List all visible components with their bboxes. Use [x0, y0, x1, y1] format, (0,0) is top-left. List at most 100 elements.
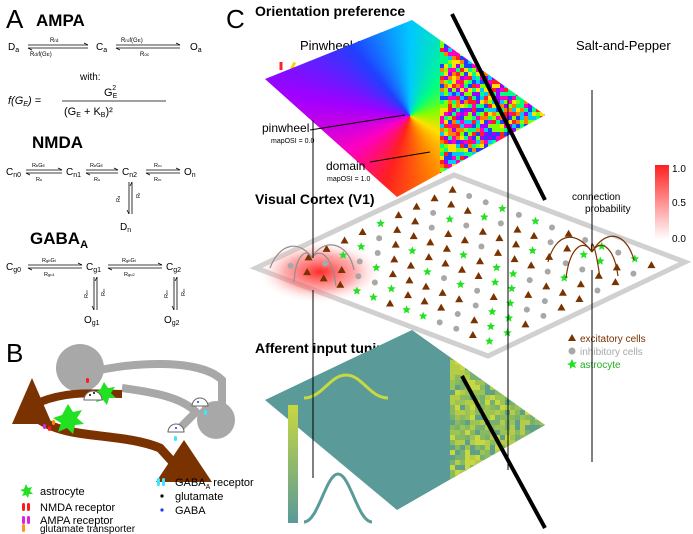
- excitatory-cell: [426, 238, 435, 246]
- ampa-title: AMPA: [36, 11, 85, 30]
- salt-pepper-tile: [500, 36, 505, 41]
- salt-pepper-tile: [520, 108, 525, 113]
- salt-pepper-tile: [532, 140, 537, 145]
- tuning-noise-tile: [505, 495, 511, 501]
- salt-pepper-tile: [476, 104, 481, 109]
- panel-b: B: [6, 338, 254, 534]
- tuning-noise-tile: [485, 380, 491, 386]
- tuning-noise-tile: [530, 350, 536, 356]
- tuning-noise-tile: [540, 395, 545, 401]
- tuning-noise-tile: [455, 460, 461, 466]
- salt-pepper-tile: [452, 112, 457, 117]
- tuning-noise-tile: [490, 405, 496, 411]
- tuning-noise-tile: [455, 440, 461, 446]
- salt-pepper-tile: [516, 44, 521, 49]
- tuning-noise-tile: [525, 510, 530, 515]
- tuning-noise-tile: [510, 500, 516, 506]
- astrocyte-cell: [504, 313, 514, 322]
- tuning-noise-tile: [530, 450, 536, 456]
- salt-pepper-tile: [440, 92, 445, 97]
- astrocyte-cell: [338, 250, 348, 259]
- salt-pepper-tile: [460, 144, 465, 149]
- tuning-noise-tile: [540, 420, 545, 426]
- excitatory-cell: [340, 236, 349, 244]
- salt-pepper-tile: [448, 144, 453, 149]
- salt-pepper-tile: [476, 120, 481, 125]
- salt-pepper-tile: [484, 160, 489, 165]
- salt-pepper-tile: [480, 164, 485, 169]
- salt-pepper-tile: [520, 68, 525, 73]
- tuning-noise-tile: [465, 455, 471, 461]
- salt-pepper-tile: [468, 116, 473, 121]
- tuning-noise-tile: [520, 360, 526, 366]
- tuning-noise-tile: [500, 385, 506, 391]
- tuning-noise-tile: [460, 420, 466, 426]
- salt-pepper-tile: [468, 152, 473, 157]
- salt-pepper-tile: [512, 36, 517, 41]
- tuning-noise-tile: [530, 360, 536, 366]
- salt-pepper-tile: [484, 176, 489, 181]
- salt-pepper-tile: [472, 40, 477, 45]
- excitatory-cell: [542, 282, 551, 290]
- tuning-noise-tile: [540, 415, 545, 421]
- salt-pepper-tile: [452, 128, 457, 133]
- colorbar-gradient: [655, 165, 669, 239]
- salt-pepper-tile: [508, 32, 513, 37]
- ampa-formula: f(GE) = GE2 (GE + KB)²: [8, 85, 166, 119]
- salt-pepper-tile: [496, 36, 501, 41]
- salt-pepper-tile: [512, 184, 517, 189]
- tuning-noise-tile: [485, 445, 491, 451]
- nmda-rate-d: Rd: [116, 196, 122, 202]
- salt-pepper-tile: [496, 144, 501, 149]
- tuning-noise-tile: [455, 450, 461, 456]
- tuning-noise-tile: [525, 400, 531, 406]
- tuning-noise-tile: [480, 405, 486, 411]
- tuning-noise-tile: [535, 500, 541, 506]
- salt-pepper-tile: [452, 72, 457, 77]
- salt-pepper-tile: [516, 60, 521, 65]
- tuning-noise-tile: [535, 480, 541, 486]
- nmda-state-d: Dn: [120, 222, 131, 234]
- salt-pepper-tile: [496, 84, 501, 89]
- salt-pepper-tile: [468, 24, 473, 29]
- tuning-noise-tile: [490, 455, 496, 461]
- astrocyte-cell: [402, 305, 411, 314]
- tuning-noise-tile: [465, 445, 471, 451]
- tuning-noise-tile: [495, 400, 501, 406]
- tuning-noise-tile: [490, 400, 496, 406]
- salt-pepper-tile: [464, 164, 469, 169]
- salt-pepper-tile: [516, 184, 521, 189]
- salt-pepper-tile: [508, 140, 513, 145]
- salt-pepper-tile: [544, 180, 545, 185]
- gaba-rate-labels: RgbGI Rgu1 RgbGI Rgu2 Rro Rrc Rro Rrc: [42, 258, 187, 298]
- tuning-noise-tile: [540, 455, 545, 461]
- tuning-noise-tile: [530, 475, 536, 481]
- salt-pepper-tile: [520, 72, 525, 77]
- inhibitory-axon-branch: [121, 384, 202, 433]
- salt-pepper-tile: [444, 92, 449, 97]
- salt-pepper-tile: [508, 84, 513, 89]
- salt-pepper-tile: [504, 132, 509, 137]
- tuning-noise-tile: [465, 400, 471, 406]
- salt-pepper-tile: [492, 40, 497, 45]
- tuning-noise-tile: [480, 400, 486, 406]
- salt-pepper-tile: [472, 148, 477, 153]
- salt-pepper-tile: [528, 180, 533, 185]
- salt-pepper-tile: [500, 164, 505, 169]
- cortex-cells: [287, 185, 656, 345]
- salt-pepper-tile: [472, 136, 477, 141]
- salt-pepper-tile: [452, 96, 457, 101]
- tuning-noise-tile: [535, 340, 541, 346]
- tuning-noise-tile: [465, 405, 471, 411]
- tuning-noise-tile: [510, 495, 516, 501]
- salt-pepper-tile: [456, 116, 461, 121]
- tuning-noise-tile: [515, 420, 521, 426]
- salt-pepper-tile: [440, 48, 445, 53]
- salt-pepper-tile: [492, 144, 497, 149]
- salt-pepper-tile: [516, 76, 521, 81]
- tuning-noise-tile: [520, 430, 526, 436]
- excitatory-cell: [444, 229, 453, 237]
- tuning-noise-tile: [505, 505, 511, 510]
- salt-pepper-tile: [448, 156, 453, 161]
- salt-pepper-tile: [452, 116, 457, 121]
